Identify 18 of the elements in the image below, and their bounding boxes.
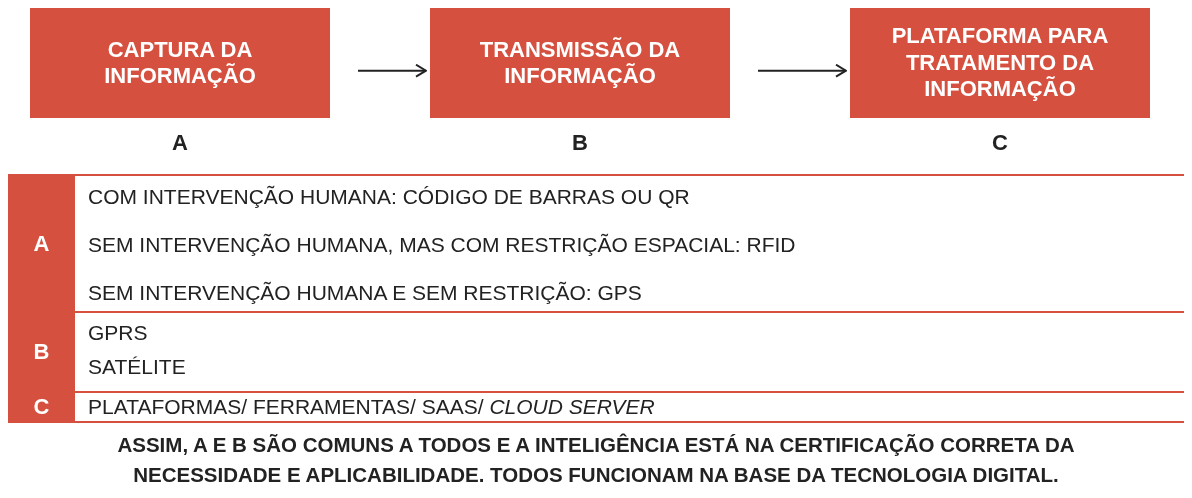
caption-text: ASSIM, A E B SÃO COMUNS A TODOS E A INTELIGÊNCIA ESTÁ NA CERTIFICAÇÃO CORRETA DA NECESSIDADE E APLICABILIDADE. TODOS FUNCIONAM NA BASE DA TECNOLOGIA DIGITAL. bbox=[116, 432, 1076, 488]
process-box: PLATAFORMA PARA TRATAMENTO DA INFORMAÇÃO bbox=[850, 8, 1150, 118]
step-letter: C bbox=[991, 130, 1009, 156]
arrow bbox=[357, 63, 427, 78]
row-header-cell: A bbox=[8, 175, 75, 312]
row-header-cell: B bbox=[8, 312, 75, 392]
arrow bbox=[757, 63, 847, 78]
table-row-text: COM INTERVENÇÃO HUMANA: CÓDIGO DE BARRAS OU QR bbox=[88, 184, 690, 210]
step-letter: A bbox=[171, 130, 189, 156]
row-header-cell: C bbox=[8, 392, 75, 422]
table-row-text: SATÉLITE bbox=[88, 354, 186, 380]
table-row-text: PLATAFORMAS/ FERRAMENTAS/ SAAS/ CLOUD SERVER bbox=[88, 394, 655, 420]
table-row-text: SEM INTERVENÇÃO HUMANA, MAS COM RESTRIÇÃO ESPACIAL: RFID bbox=[88, 232, 796, 258]
step-letter: B bbox=[571, 130, 589, 156]
process-box: CAPTURA DA INFORMAÇÃO bbox=[30, 8, 330, 118]
table-row-text: SEM INTERVENÇÃO HUMANA E SEM RESTRIÇÃO: GPS bbox=[88, 280, 642, 306]
process-box: TRANSMISSÃO DA INFORMAÇÃO bbox=[430, 8, 730, 118]
table-row-text: GPRS bbox=[88, 320, 148, 346]
